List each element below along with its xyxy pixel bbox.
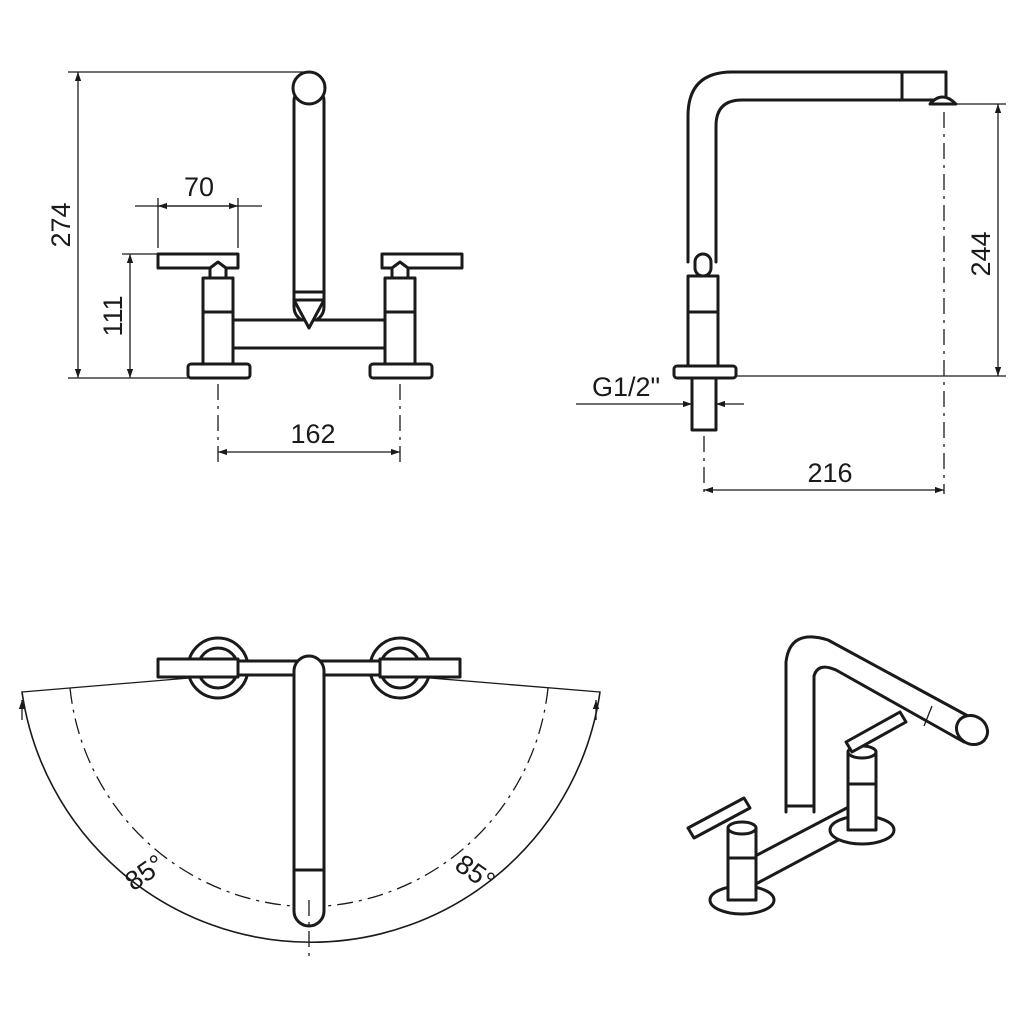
isometric-view bbox=[686, 635, 990, 916]
side-spout-outer bbox=[686, 70, 948, 264]
side-view: 244 216 G1/2" bbox=[576, 70, 1006, 494]
top-left-handle bbox=[156, 657, 240, 679]
iso-front-handle bbox=[686, 796, 752, 840]
front-right-base bbox=[368, 362, 434, 380]
iso-spout-end bbox=[954, 713, 990, 747]
dim-label-thread: G1/2" bbox=[592, 372, 660, 402]
iso-back-handle bbox=[844, 710, 908, 754]
swivel-arc bbox=[21, 691, 601, 943]
side-spout-inner bbox=[714, 98, 948, 264]
front-spout-top bbox=[291, 70, 327, 106]
dim-label-center-distance: 162 bbox=[290, 419, 335, 449]
front-view: 274 111 70 162 bbox=[46, 70, 464, 462]
front-right-valve bbox=[383, 276, 417, 366]
iso-spout-outer bbox=[784, 635, 970, 814]
side-base bbox=[672, 364, 738, 380]
dim-label-total-height: 274 bbox=[46, 202, 76, 247]
dim-label-handle-length: 70 bbox=[184, 172, 214, 202]
front-left-valve bbox=[201, 276, 235, 366]
top-right-handle bbox=[378, 657, 462, 679]
dim-label-spout-height: 244 bbox=[966, 231, 996, 276]
top-spout bbox=[292, 654, 326, 928]
dim-label-spout-reach: 216 bbox=[807, 458, 852, 488]
side-aerator bbox=[928, 95, 958, 106]
front-left-handle bbox=[156, 252, 240, 270]
top-view: 85° 85° bbox=[18, 636, 601, 958]
side-threaded-stem bbox=[690, 376, 718, 432]
front-left-base bbox=[186, 362, 252, 380]
front-spout bbox=[292, 84, 326, 324]
side-valve-body bbox=[686, 274, 720, 368]
dim-label-handle-height: 111 bbox=[98, 295, 128, 336]
swivel-label-right: 85° bbox=[450, 849, 501, 897]
